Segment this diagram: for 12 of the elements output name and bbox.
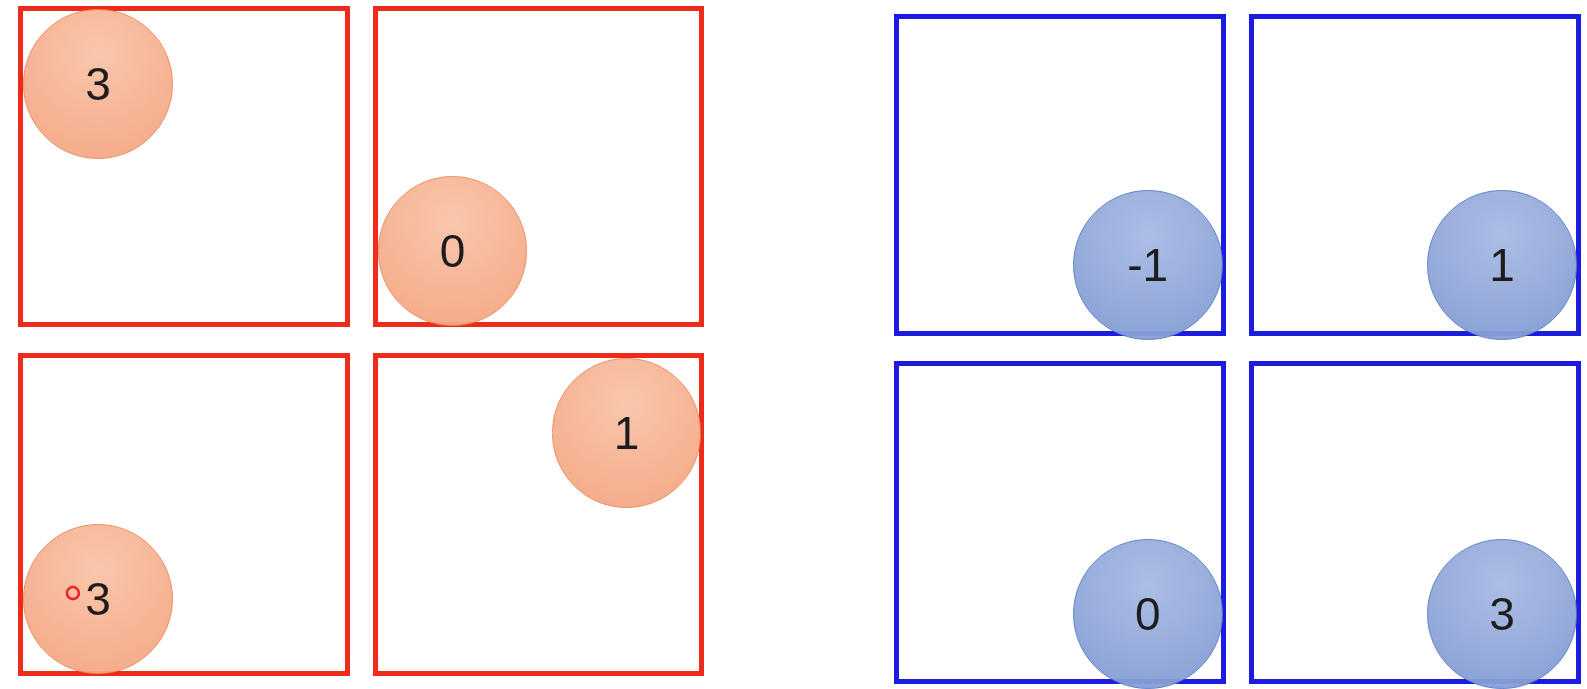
number-label: 0 [439, 228, 466, 274]
number-label: 1 [1489, 242, 1515, 289]
square-frame [18, 6, 351, 327]
square-frame [373, 353, 705, 677]
number-label: 1 [613, 410, 640, 457]
number-label: 3 [85, 576, 111, 623]
square-frame [18, 353, 351, 677]
number-label: 3 [1489, 591, 1515, 638]
square-frame [373, 6, 705, 327]
number-label: 0 [1134, 591, 1161, 638]
number-label: 3 [85, 61, 111, 107]
number-label: -1 [1127, 242, 1169, 289]
